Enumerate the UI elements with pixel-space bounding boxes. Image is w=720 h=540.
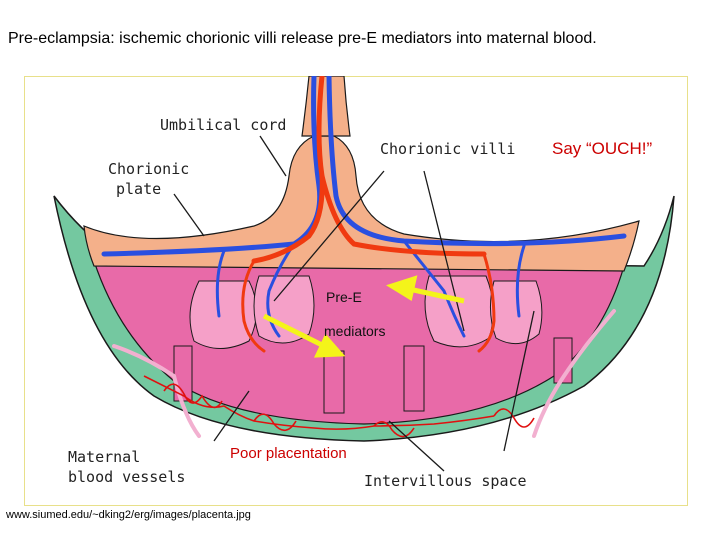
maternal-spiral-arteries — [112, 309, 616, 438]
mediator-arrows — [262, 275, 465, 358]
fetal-arteries — [101, 76, 627, 338]
placenta-diagram: Umbilical cord Chorionic plate Chorionic… — [53, 76, 675, 490]
anchoring-villi — [173, 337, 573, 414]
label-blood-vessels: blood vessels — [68, 468, 185, 486]
label-chorionic-plate-line2: plate — [116, 180, 161, 198]
leader-lines — [173, 135, 535, 472]
slide-title: Pre-eclampsia: ischemic chorionic villi … — [8, 30, 597, 47]
poor-placentation-vessels — [143, 375, 535, 438]
chorionic-plate-band — [83, 135, 640, 272]
label-maternal: Maternal — [68, 448, 140, 466]
umbilical-cord — [301, 76, 351, 137]
image-source: www.siumed.edu/~dking2/erg/images/placen… — [6, 509, 251, 521]
fetal-veins — [241, 76, 496, 353]
label-chorionic-villi: Chorionic villi — [380, 140, 515, 158]
label-poor-placentation: Poor placentation — [230, 445, 347, 462]
label-mediators: mediators — [324, 323, 385, 339]
label-intervillous-space: Intervillous space — [364, 472, 527, 490]
label-chorionic-plate-line1: Chorionic — [108, 160, 189, 178]
label-umbilical-cord: Umbilical cord — [160, 116, 286, 134]
label-say-ouch: Say “OUCH!” — [552, 139, 652, 158]
label-pre-e: Pre-E — [326, 289, 362, 305]
